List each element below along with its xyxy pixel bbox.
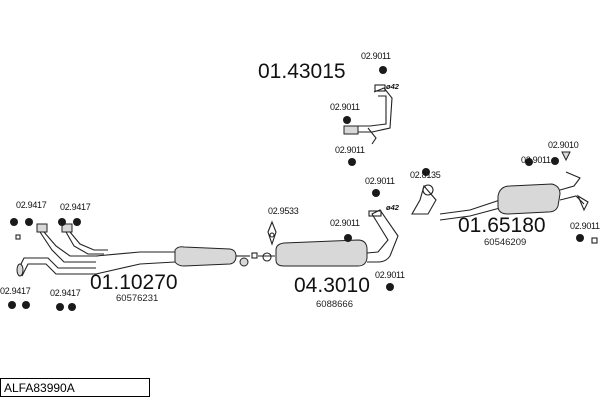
gasket-icon [68, 303, 76, 311]
gasket-icon [73, 218, 81, 226]
fitting-label: 02.9011 [570, 221, 600, 231]
fitting-label: 02.9533 [268, 206, 299, 216]
downpipe-1 [17, 257, 96, 271]
middle-silencer-body [275, 239, 368, 267]
marker-square [591, 237, 598, 244]
tailpipe [559, 171, 581, 191]
pipe-end [16, 263, 24, 277]
gasket-icon [372, 189, 380, 197]
gasket-icon [551, 157, 559, 165]
fitting-label: 02.9010 [548, 140, 579, 150]
fitting-label: 02.9011 [335, 145, 365, 155]
gasket-icon [344, 234, 352, 242]
hanger-bracket [411, 184, 437, 215]
hanger-ring [422, 184, 434, 196]
marker-square [251, 252, 258, 259]
flange [61, 223, 73, 233]
front-pipe-assembly [8, 218, 258, 311]
gasket-icon [25, 218, 33, 226]
downpipe-6 [69, 231, 108, 251]
pipe-flange [374, 84, 386, 92]
gasket-icon [348, 158, 356, 166]
fitting-label: 02.9011 [375, 270, 405, 280]
hanger-hole [269, 232, 275, 238]
intermediate-pipe-bottom [354, 95, 387, 127]
fitting-label: 02.9417 [0, 286, 31, 296]
fitting-label: 02.9417 [16, 200, 47, 210]
part-number: 01.43015 [258, 60, 346, 83]
collector-top [95, 251, 175, 257]
part-sub-number: 60546209 [484, 237, 526, 248]
gasket-icon [58, 218, 66, 226]
downpipe-4 [43, 231, 98, 257]
tailpipe-outlet [559, 195, 585, 205]
fitting-label: 02.9011 [330, 102, 360, 112]
gasket-icon [525, 158, 533, 166]
hanger-bracket [267, 220, 277, 246]
intermediate-pipe-assembly [343, 66, 393, 166]
gasket-icon [386, 283, 394, 291]
gasket-icon [343, 116, 351, 124]
part-sub-number: 60576231 [116, 293, 158, 304]
hanger-bracket [367, 127, 377, 145]
part-number: 01.10270 [90, 271, 178, 294]
fitting-label: 02.8135 [410, 170, 441, 180]
tailpipe-tip [576, 194, 589, 212]
fitting-label: 02.9011 [361, 51, 391, 61]
intermediate-pipe-top [354, 87, 393, 133]
fitting-label: 02.9417 [60, 202, 91, 212]
part-number: 04.3010 [294, 274, 370, 297]
diameter-label: ø42 [386, 82, 400, 91]
catalyst-body [174, 246, 237, 267]
gasket-icon [8, 301, 16, 309]
bracket-icon [561, 151, 571, 162]
collector-bottom [95, 261, 176, 275]
gasket-icon [379, 66, 387, 74]
part-number: 01.65180 [458, 214, 546, 237]
fitting-label: 02.9011 [521, 155, 551, 165]
downpipe-2 [21, 263, 96, 277]
rear-inlet-top [439, 199, 501, 215]
marker-square [15, 234, 21, 240]
flange [36, 223, 48, 233]
downpipe-3 [39, 231, 96, 263]
rear-inlet-bottom [439, 207, 501, 221]
pipe-end [343, 125, 359, 135]
middle-silencer-assembly [258, 189, 399, 291]
part-sub-number: 6088666 [316, 299, 353, 310]
clamp-ring [262, 252, 272, 262]
downpipe-5 [65, 231, 104, 255]
reference-code-box: ALFA83990A [0, 378, 150, 397]
fitting-label: 02.9417 [50, 288, 81, 298]
rear-silencer-assembly [411, 151, 598, 244]
pipe-flange [368, 210, 382, 217]
gasket-icon [422, 168, 430, 176]
fitting-label: 02.9011 [365, 176, 395, 186]
gasket-icon [576, 234, 584, 242]
clamp-ring [239, 257, 249, 267]
gasket-icon [22, 301, 30, 309]
gasket-icon [56, 303, 64, 311]
fitting-label: 02.9011 [330, 218, 360, 228]
gasket-icon [10, 218, 18, 226]
silencer-outlet-pipe [366, 209, 399, 263]
diameter-label: ø42 [386, 203, 400, 212]
rear-silencer-body [497, 183, 561, 215]
